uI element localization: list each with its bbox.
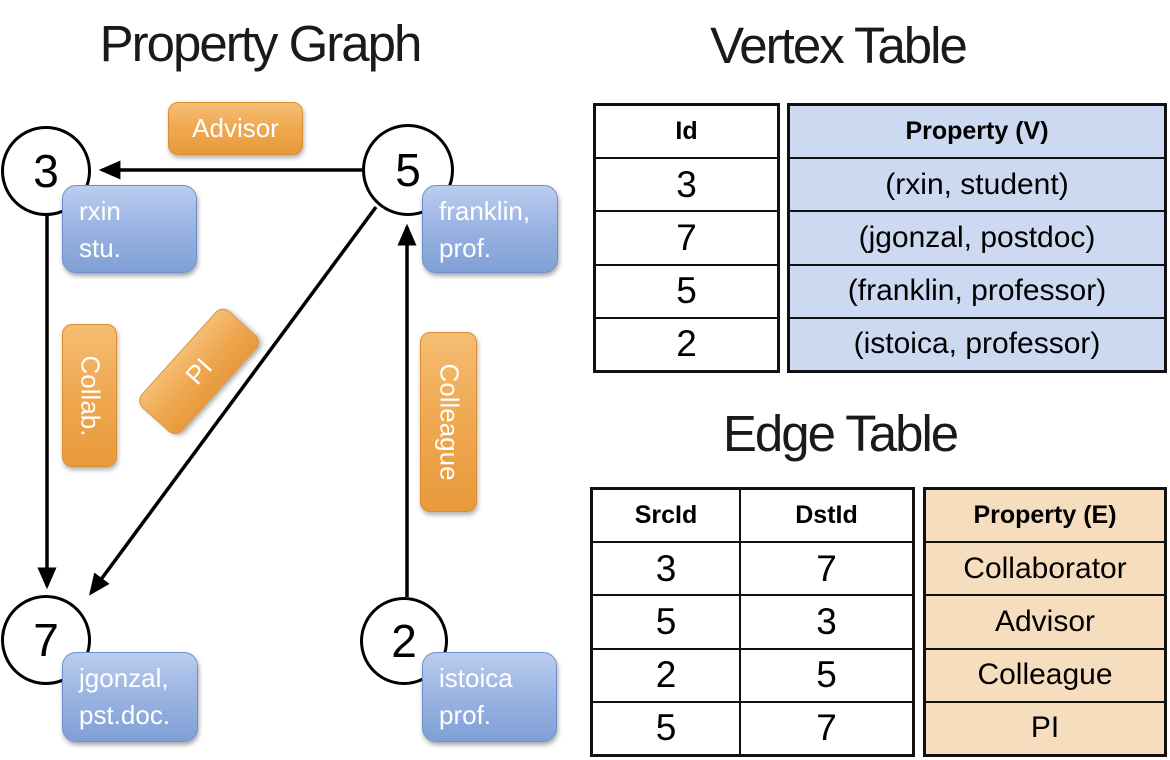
table-row: Colleague bbox=[926, 647, 1164, 701]
node-id-label: 2 bbox=[391, 615, 417, 667]
table-row: (rxin, student) bbox=[790, 157, 1164, 210]
vertex-table-property-column: Property (V) (rxin, student) (jgonzal, p… bbox=[787, 103, 1167, 373]
vertex-property-box-2: istoica prof. bbox=[422, 652, 557, 742]
edge-label-text: PI bbox=[179, 352, 218, 391]
table-row: SrcId DstId bbox=[593, 490, 912, 542]
table-row: PI bbox=[926, 700, 1164, 754]
edge-property-cell: PI bbox=[1030, 711, 1060, 745]
vertex-property-line: stu. bbox=[79, 233, 121, 263]
vertex-id-cell: 2 bbox=[676, 323, 697, 365]
table-row: 5 3 bbox=[593, 594, 912, 648]
vertex-id-cell: 7 bbox=[676, 217, 697, 258]
edge-property-cell: Colleague bbox=[977, 658, 1113, 692]
vertex-property-line: pst.doc. bbox=[79, 700, 171, 730]
vertex-property-box-7: jgonzal, pst.doc. bbox=[62, 652, 198, 742]
table-row: 3 7 bbox=[593, 541, 912, 595]
vertex-property-line: prof. bbox=[439, 233, 492, 263]
vertex-property-line: rxin bbox=[79, 196, 121, 226]
graph-edges-canvas bbox=[37, 160, 417, 597]
edge-label-colleague: Colleague bbox=[420, 332, 477, 512]
edge-label-text: Advisor bbox=[192, 113, 279, 143]
table-row: Collaborator bbox=[926, 541, 1164, 594]
table-row: Advisor bbox=[926, 594, 1164, 647]
table-row: 5 7 bbox=[593, 700, 912, 755]
vertex-property-line: jgonzal, bbox=[79, 663, 169, 693]
edge-table-title: Edge Table bbox=[722, 405, 959, 462]
table-row: 3 bbox=[596, 157, 777, 210]
edge-arrow-5-to-7 bbox=[89, 205, 378, 596]
edge-dstid-cell: 7 bbox=[816, 547, 837, 589]
table-row: 2 bbox=[596, 316, 777, 370]
vertex-property-line: istoica bbox=[439, 663, 513, 693]
node-id-label: 7 bbox=[33, 614, 59, 666]
property-graph-title: Property Graph bbox=[99, 15, 423, 72]
edge-dstid-cell: 5 bbox=[816, 654, 837, 696]
edge-srcid-cell: 3 bbox=[593, 543, 741, 595]
vertex-table-id-column: Id 3 7 5 2 bbox=[593, 103, 780, 373]
table-row: 2 5 bbox=[593, 647, 912, 701]
edge-dstid-header: DstId bbox=[795, 501, 858, 530]
edge-label-text: Collab. bbox=[75, 355, 105, 436]
vertex-property-cell: (istoica, professor) bbox=[853, 327, 1101, 361]
edge-srcid-header: SrcId bbox=[593, 490, 741, 542]
edge-srcid-cell: 5 bbox=[593, 702, 741, 755]
edge-property-cell: Collaborator bbox=[963, 551, 1127, 585]
vertex-id-cell: 3 bbox=[676, 163, 697, 205]
edge-label-advisor: Advisor bbox=[168, 102, 303, 155]
vertex-property-cell: (rxin, student) bbox=[885, 167, 1069, 201]
vertex-property-box-5: franklin, prof. bbox=[422, 185, 558, 273]
vertex-table-title: Vertex Table bbox=[710, 17, 968, 74]
edge-table-ids-columns: SrcId DstId 3 7 5 3 2 5 5 7 bbox=[590, 487, 915, 757]
node-id-label: 3 bbox=[33, 145, 59, 197]
table-row: Id bbox=[596, 106, 777, 157]
table-row: Property (E) bbox=[926, 490, 1164, 541]
edge-dstid-cell: 3 bbox=[816, 601, 837, 642]
table-row: (istoica, professor) bbox=[790, 316, 1164, 370]
edge-label-collab: Collab. bbox=[62, 324, 117, 467]
edge-property-cell: Advisor bbox=[994, 605, 1096, 638]
node-circle-5: 5 bbox=[362, 124, 454, 216]
edge-table-property-column: Property (E) Collaborator Advisor Collea… bbox=[923, 487, 1167, 757]
edge-label-text: Colleague bbox=[434, 363, 464, 481]
table-row: (jgonzal, postdoc) bbox=[790, 210, 1164, 263]
table-row: 5 bbox=[596, 263, 777, 317]
vertex-property-line: franklin, bbox=[439, 196, 531, 226]
vertex-property-line: prof. bbox=[439, 700, 492, 730]
table-row: (franklin, professor) bbox=[790, 263, 1164, 317]
edge-property-header: Property (E) bbox=[973, 501, 1117, 530]
vertex-property-box-3: rxin stu. bbox=[62, 185, 197, 273]
vertex-property-cell: (jgonzal, postdoc) bbox=[858, 221, 1096, 254]
node-circle-2: 2 bbox=[360, 597, 448, 685]
vertex-id-cell: 5 bbox=[676, 270, 697, 312]
edge-srcid-cell: 2 bbox=[593, 649, 741, 701]
vertex-property-cell: (franklin, professor) bbox=[847, 274, 1107, 308]
node-id-label: 5 bbox=[395, 144, 421, 196]
vertex-id-header: Id bbox=[675, 117, 698, 146]
table-row: 7 bbox=[596, 210, 777, 263]
edge-dstid-cell: 7 bbox=[816, 707, 837, 749]
vertex-property-header: Property (V) bbox=[905, 117, 1049, 146]
edge-srcid-cell: 5 bbox=[593, 596, 741, 648]
table-row: Property (V) bbox=[790, 106, 1164, 157]
